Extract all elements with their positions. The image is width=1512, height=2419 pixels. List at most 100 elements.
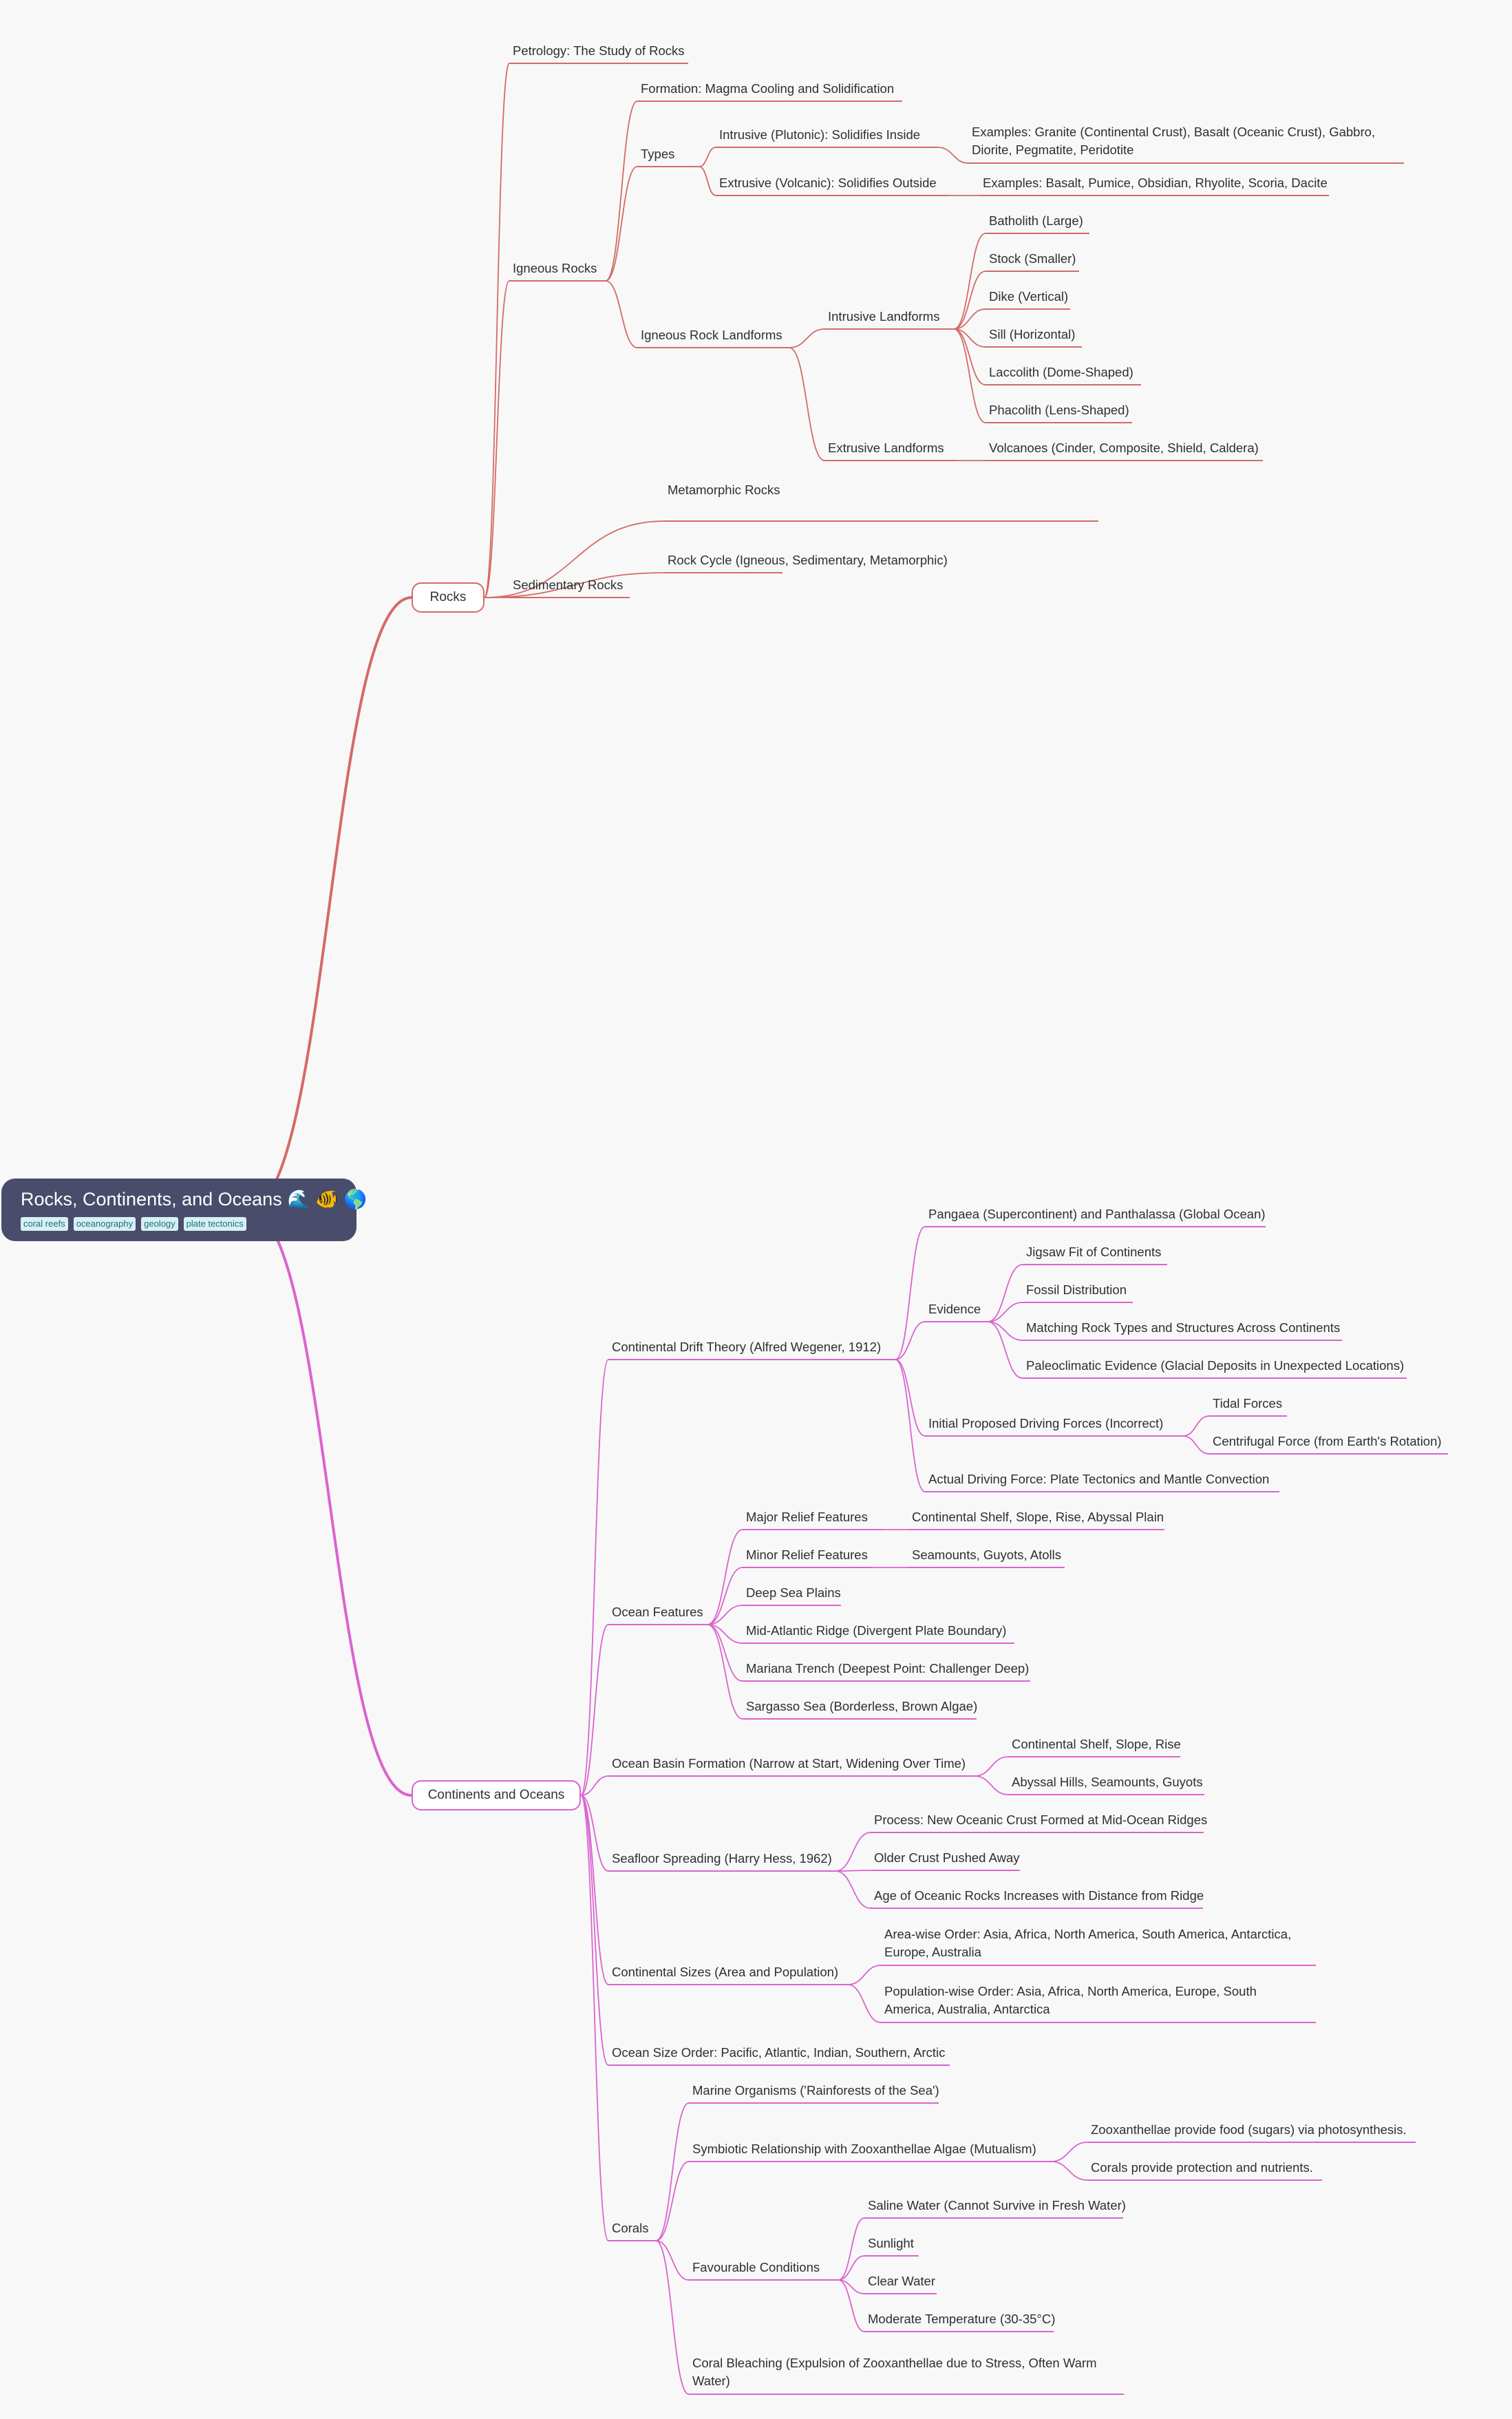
root-title: Rocks, Continents, and Oceans 🌊 🐠 🌎 (21, 1189, 368, 1210)
branch-link (580, 1795, 609, 1985)
node-mid-atlantic-ridge-divergent-plate-bound[interactable]: Mid-Atlantic Ridge (Divergent Plate Boun… (746, 1623, 1007, 1638)
root-node[interactable]: Rocks, Continents, and Oceans 🌊 🐠 🌎 cora… (1, 1179, 368, 1241)
branch-rocks[interactable]: Rocks (412, 582, 485, 613)
node-clear-water[interactable]: Clear Water (868, 2274, 936, 2288)
node-extrusive-landforms[interactable]: Extrusive Landforms (828, 441, 944, 455)
tag-coral-reefs[interactable]: coral reefs (21, 1217, 68, 1231)
branch-link (974, 1756, 1009, 1777)
node-saline-water-cannot-survive-in-fresh-wat[interactable]: Saline Water (Cannot Survive in Fresh Wa… (868, 2198, 1126, 2212)
branch-link (895, 1321, 926, 1360)
node-seamounts-guyots-atolls[interactable]: Seamounts, Guyots, Atolls (912, 1547, 1061, 1562)
node-coral-bleaching-expulsion-of-zooxanthell[interactable]: Coral Bleaching (Expulsion of Zooxanthel… (692, 2356, 1097, 2388)
node-petrology-the-study-of-rocks[interactable]: Petrology: The Study of Rocks (513, 43, 685, 58)
node-mariana-trench-deepest-point-challenger-[interactable]: Mariana Trench (Deepest Point: Challenge… (746, 1661, 1030, 1676)
node-types[interactable]: Types (641, 147, 675, 161)
node-zooxanthellae-provide-food-sugars-via-ph[interactable]: Zooxanthellae provide food (sugars) via … (1091, 2122, 1407, 2137)
tag-oceanography[interactable]: oceanography (73, 1217, 136, 1231)
node-examples-basalt-pumice-obsidian-rhyolite[interactable]: Examples: Basalt, Pumice, Obsidian, Rhyo… (983, 176, 1328, 190)
node-sunlight[interactable]: Sunlight (868, 2236, 914, 2250)
branch-link (987, 1264, 1023, 1322)
branch-link (789, 347, 825, 461)
node-igneous-rock-landforms[interactable]: Igneous Rock Landforms (641, 328, 782, 342)
node-major-relief-features[interactable]: Major Relief Features (746, 1510, 868, 1524)
tag-list: coral reefs oceanography geology plate t… (21, 1217, 337, 1231)
node-seafloor-spreading-harry-hess-1962[interactable]: Seafloor Spreading (Harry Hess, 1962) (612, 1851, 832, 1866)
node-sedimentary-rocks[interactable]: Sedimentary Rocks (513, 578, 624, 592)
branch-link (835, 1832, 871, 1872)
node-continental-shelf-slope-rise-abyssal-pla[interactable]: Continental Shelf, Slope, Rise, Abyssal … (912, 1510, 1164, 1524)
node-evidence[interactable]: Evidence (928, 1302, 981, 1316)
branch-link (655, 2240, 690, 2395)
node-centrifugal-force-from-earth-s-rotation[interactable]: Centrifugal Force (from Earth's Rotation… (1213, 1434, 1442, 1448)
node-symbiotic-relationship-with-zooxanthella[interactable]: Symbiotic Relationship with Zooxanthella… (692, 2142, 1036, 2156)
node-stock-smaller[interactable]: Stock (Smaller) (989, 251, 1076, 266)
branch-continents-and-oceans[interactable]: Continents and Oceans (412, 1780, 581, 1810)
node-older-crust-pushed-away[interactable]: Older Crust Pushed Away (874, 1850, 1020, 1865)
node-moderate-temperature-30-35-c[interactable]: Moderate Temperature (30-35°C) (868, 2312, 1056, 2326)
node-corals-provide-protection-and-nutrients[interactable]: Corals provide protection and nutrients. (1091, 2160, 1313, 2175)
node-deep-sea-plains[interactable]: Deep Sea Plains (746, 1585, 841, 1600)
node-ocean-size-order-pacific-atlantic-indian[interactable]: Ocean Size Order: Pacific, Atlantic, Ind… (612, 2045, 946, 2060)
node-laccolith-dome-shaped[interactable]: Laccolith (Dome-Shaped) (989, 365, 1133, 379)
branch-link (580, 1795, 609, 2241)
branch-link (655, 2102, 690, 2241)
node-population-wise-order-asia-africa-north-[interactable]: Population-wise Order: Asia, Africa, Nor… (884, 1984, 1257, 2016)
node-sargasso-sea-borderless-brown-algae[interactable]: Sargasso Sea (Borderless, Brown Algae) (746, 1699, 978, 1713)
node-sill-horizontal[interactable]: Sill (Horizontal) (989, 327, 1076, 341)
branch-link (699, 147, 716, 167)
node-paleoclimatic-evidence-glacial-deposits-[interactable]: Paleoclimatic Evidence (Glacial Deposits… (1026, 1358, 1405, 1373)
branch-link (484, 280, 510, 598)
node-volcanoes-cinder-composite-shield-calder[interactable]: Volcanoes (Cinder, Composite, Shield, Ca… (989, 441, 1259, 455)
node-formation-magma-cooling-and-solidificati[interactable]: Formation: Magma Cooling and Solidificat… (641, 81, 895, 96)
tag-geology[interactable]: geology (141, 1217, 178, 1231)
node-process-new-oceanic-crust-formed-at-mid-[interactable]: Process: New Oceanic Crust Formed at Mid… (874, 1813, 1208, 1827)
node-age-of-oceanic-rocks-increases-with-dist[interactable]: Age of Oceanic Rocks Increases with Dist… (874, 1888, 1204, 1903)
branch-link (987, 1321, 1023, 1379)
node-intrusive-landforms[interactable]: Intrusive Landforms (828, 309, 940, 324)
node-area-wise-order-asia-africa-north-americ[interactable]: Area-wise Order: Asia, Africa, North Ame… (884, 1927, 1292, 1959)
node-matching-rock-types-and-structures-acros[interactable]: Matching Rock Types and Structures Acros… (1026, 1320, 1341, 1335)
node-phacolith-lens-shaped[interactable]: Phacolith (Lens-Shaped) (989, 403, 1129, 417)
branch-link (1050, 2161, 1088, 2181)
node-continental-drift-theory-alfred-wegener-[interactable]: Continental Drift Theory (Alfred Wegener… (612, 1340, 882, 1354)
node-jigsaw-fit-of-continents[interactable]: Jigsaw Fit of Continents (1026, 1245, 1162, 1259)
node-corals[interactable]: Corals (612, 2221, 649, 2235)
node-marine-organisms-rainforests-of-the-sea[interactable]: Marine Organisms ('Rainforests of the Se… (692, 2083, 939, 2098)
branch-link (580, 1359, 609, 1796)
branch-link (987, 1321, 1023, 1341)
tag-plate-tectonics[interactable]: plate tectonics (183, 1217, 246, 1231)
branch-link (1182, 1415, 1210, 1437)
branch-link (895, 1359, 926, 1437)
node-initial-proposed-driving-forces-incorrec[interactable]: Initial Proposed Driving Forces (Incorre… (928, 1416, 1164, 1430)
node-rock-cycle-igneous-sedimentary-metamorph[interactable]: Rock Cycle (Igneous, Sedimentary, Metamo… (668, 553, 948, 567)
node-continental-shelf-slope-rise[interactable]: Continental Shelf, Slope, Rise (1012, 1737, 1181, 1751)
branch-link (247, 1208, 412, 1797)
branch-link (707, 1624, 743, 1682)
node-metamorphic-rocks[interactable]: Metamorphic Rocks (668, 483, 780, 497)
node-intrusive-plutonic-solidifies-inside[interactable]: Intrusive (Plutonic): Solidifies Inside (719, 127, 921, 142)
branch-link (953, 308, 986, 330)
branch-link (953, 328, 986, 385)
node-continental-sizes-area-and-population[interactable]: Continental Sizes (Area and Population) (612, 1965, 839, 1979)
node-dike-vertical[interactable]: Dike (Vertical) (989, 289, 1069, 304)
node-actual-driving-force-plate-tectonics-and[interactable]: Actual Driving Force: Plate Tectonics an… (928, 1472, 1270, 1486)
branch-link (987, 1302, 1023, 1322)
node-minor-relief-features[interactable]: Minor Relief Features (746, 1547, 868, 1562)
node-abyssal-hills-seamounts-guyots[interactable]: Abyssal Hills, Seamounts, Guyots (1012, 1775, 1203, 1789)
node-ocean-basin-formation-narrow-at-start-wi[interactable]: Ocean Basin Formation (Narrow at Start, … (612, 1756, 966, 1771)
node-examples-granite-continental-crust-basal[interactable]: Examples: Granite (Continental Crust), B… (972, 125, 1376, 157)
node-tidal-forces[interactable]: Tidal Forces (1213, 1396, 1283, 1411)
node-extrusive-volcanic-solidifies-outside[interactable]: Extrusive (Volcanic): Solidifies Outside (719, 176, 937, 190)
node-pangaea-supercontinent-and-panthalassa-g[interactable]: Pangaea (Supercontinent) and Panthalassa… (928, 1207, 1266, 1221)
branch-link (953, 271, 986, 330)
node-batholith-large[interactable]: Batholith (Large) (989, 213, 1083, 228)
node-favourable-conditions[interactable]: Favourable Conditions (692, 2260, 820, 2274)
branch-link (974, 1775, 1009, 1795)
node-fossil-distribution[interactable]: Fossil Distribution (1026, 1282, 1127, 1297)
node-ocean-features[interactable]: Ocean Features (612, 1605, 703, 1619)
branch-link (580, 1624, 609, 1796)
node-igneous-rocks[interactable]: Igneous Rocks (513, 261, 597, 275)
branch-link (707, 1605, 743, 1625)
branch-link (484, 520, 665, 598)
branch-link (953, 328, 986, 348)
